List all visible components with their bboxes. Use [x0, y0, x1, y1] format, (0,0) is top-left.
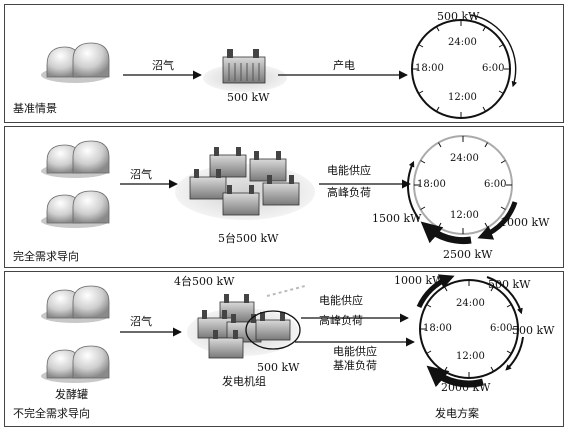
base-load-label: 基准负荷 — [333, 359, 377, 372]
digester-tank-icon — [41, 140, 110, 178]
baseline-graphics — [41, 14, 518, 119]
clock-icon — [411, 14, 518, 119]
generator-icon — [203, 49, 287, 92]
panel-full-demand: 完全需求导向 沼气 5台500 kW 电能供应 高峰负荷 24:00 6:00 … — [4, 126, 564, 268]
peak-supply-label: 电能供应 — [319, 294, 363, 307]
generator-cluster-icon — [187, 294, 301, 359]
clock-tick-6: 6:00 — [484, 179, 507, 190]
clock-tick-24: 24:00 — [448, 37, 477, 48]
clock-tick-12: 12:00 — [448, 92, 477, 103]
clock-tick-6: 6:00 — [490, 323, 513, 334]
biogas-label: 沼气 — [130, 168, 152, 181]
digester-label: 发酵罐 — [55, 388, 88, 401]
generator-cluster-icon — [175, 147, 315, 220]
peak-load-label: 高峰负荷 — [327, 186, 371, 199]
power-right-label: 1000 kW — [500, 216, 550, 229]
generator-capacity-label: 5台500 kW — [218, 232, 279, 245]
clock-tick-12: 12:00 — [456, 351, 485, 362]
generator-group-label: 发电机组 — [222, 375, 266, 388]
digester-tank-icon — [41, 345, 110, 383]
scenario-label: 基准情景 — [13, 102, 57, 115]
panel-partial-demand: 不完全需求导向 发酵罐 沼气 4台500 kW 500 kW 发电机组 电能供应… — [4, 271, 564, 427]
clock-icon — [406, 135, 518, 245]
base-supply-label: 电能供应 — [333, 345, 377, 358]
biogas-label: 沼气 — [130, 315, 152, 328]
baseload-generator-label: 500 kW — [257, 361, 300, 374]
clock-icon — [416, 274, 524, 388]
biogas-label: 沼气 — [152, 59, 174, 72]
clock-tick-18: 18:00 — [415, 63, 444, 74]
generator-count-label: 4台500 kW — [174, 275, 235, 288]
clock-tick-18: 18:00 — [423, 323, 452, 334]
generator-capacity-label: 500 kW — [227, 91, 270, 104]
clock-tick-6: 6:00 — [482, 63, 505, 74]
clock-tick-12: 12:00 — [450, 210, 479, 221]
baseload-generator-highlight — [245, 310, 301, 350]
clock-tick-18: 18:00 — [417, 179, 446, 190]
power-output-label: 产电 — [333, 59, 355, 72]
partial-demand-graphics — [41, 274, 524, 388]
clock-tick-24: 24:00 — [456, 298, 485, 309]
power-top-right-label: 500 kW — [488, 278, 531, 291]
digester-tank-icon — [41, 190, 110, 228]
power-supply-label: 电能供应 — [327, 164, 371, 177]
scenario-label: 完全需求导向 — [13, 250, 79, 263]
panel-baseline: 基准情景 沼气 500 kW 产电 500 kW 24:00 6:00 12:0… — [4, 4, 564, 123]
digester-tank-icon — [41, 285, 110, 323]
power-right-label: 500 kW — [512, 324, 555, 337]
clock-tick-24: 24:00 — [450, 153, 479, 164]
generation-plan-label: 发电方案 — [435, 407, 479, 420]
peak-load-label: 高峰负荷 — [319, 314, 363, 327]
digester-tank-icon — [41, 42, 110, 83]
full-demand-graphics — [41, 135, 518, 245]
clock-power-label: 500 kW — [437, 10, 480, 23]
power-top-left-label: 1000 kW — [394, 274, 444, 287]
power-bottom-label: 2000 kW — [441, 381, 491, 394]
power-left-label: 1500 kW — [372, 212, 422, 225]
scenario-label: 不完全需求导向 — [13, 407, 90, 420]
power-bottom-label: 2500 kW — [443, 248, 493, 261]
